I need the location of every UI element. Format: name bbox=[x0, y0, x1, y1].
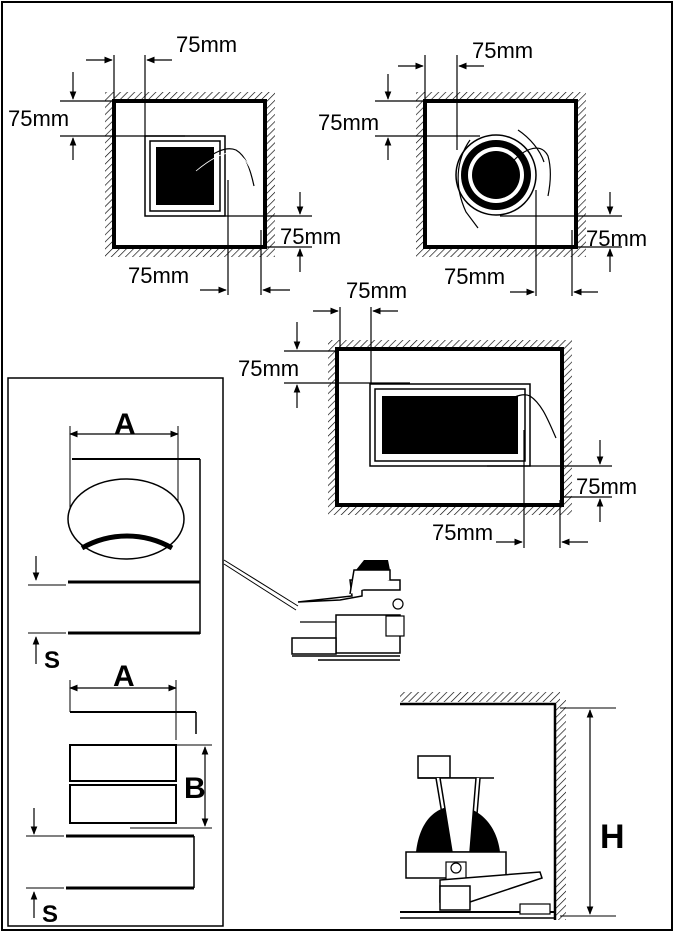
cutout-detail-panel: A S A B S bbox=[7, 377, 224, 928]
sq-right-label: 75mm bbox=[280, 224, 341, 249]
rc-bottom-label: 75mm bbox=[432, 520, 493, 545]
rd-bottom-label: 75mm bbox=[444, 264, 505, 289]
rc-right-label: 75mm bbox=[576, 474, 637, 499]
drawer-width-label-a: A bbox=[113, 660, 135, 693]
rd-left-label: 75mm bbox=[318, 110, 379, 135]
sq-bottom-label: 75mm bbox=[128, 263, 189, 288]
rc-left-label: 75mm bbox=[238, 356, 299, 381]
sq-left-label: 75mm bbox=[8, 106, 69, 131]
cabinet-height-label-h: H bbox=[600, 818, 625, 856]
cutout-width-label-a: A bbox=[114, 408, 136, 441]
hob-side-view bbox=[291, 560, 405, 661]
square-zone-clearance: 75mm 75mm 75mm 75mm bbox=[8, 32, 341, 295]
square-hob-zone bbox=[156, 147, 214, 205]
detail-leader-line bbox=[223, 559, 299, 607]
rect-zone-clearance: 75mm 75mm 75mm 75mm bbox=[238, 278, 637, 548]
gap-label-s-upper: S bbox=[44, 647, 60, 674]
gap-label-s-lower: S bbox=[42, 901, 58, 928]
rd-right-label: 75mm bbox=[586, 226, 647, 251]
sq-top-label: 75mm bbox=[176, 32, 237, 57]
rect-hob-zone bbox=[382, 396, 518, 454]
round-hob-zone bbox=[472, 151, 520, 199]
round-zone-clearance: 75mm 75mm 75mm 75mm bbox=[318, 38, 647, 296]
drawer-height-label-b: B bbox=[184, 772, 206, 805]
rc-top-label: 75mm bbox=[346, 278, 407, 303]
rd-top-label: 75mm bbox=[472, 38, 533, 63]
cabinet-section: H bbox=[400, 692, 625, 920]
